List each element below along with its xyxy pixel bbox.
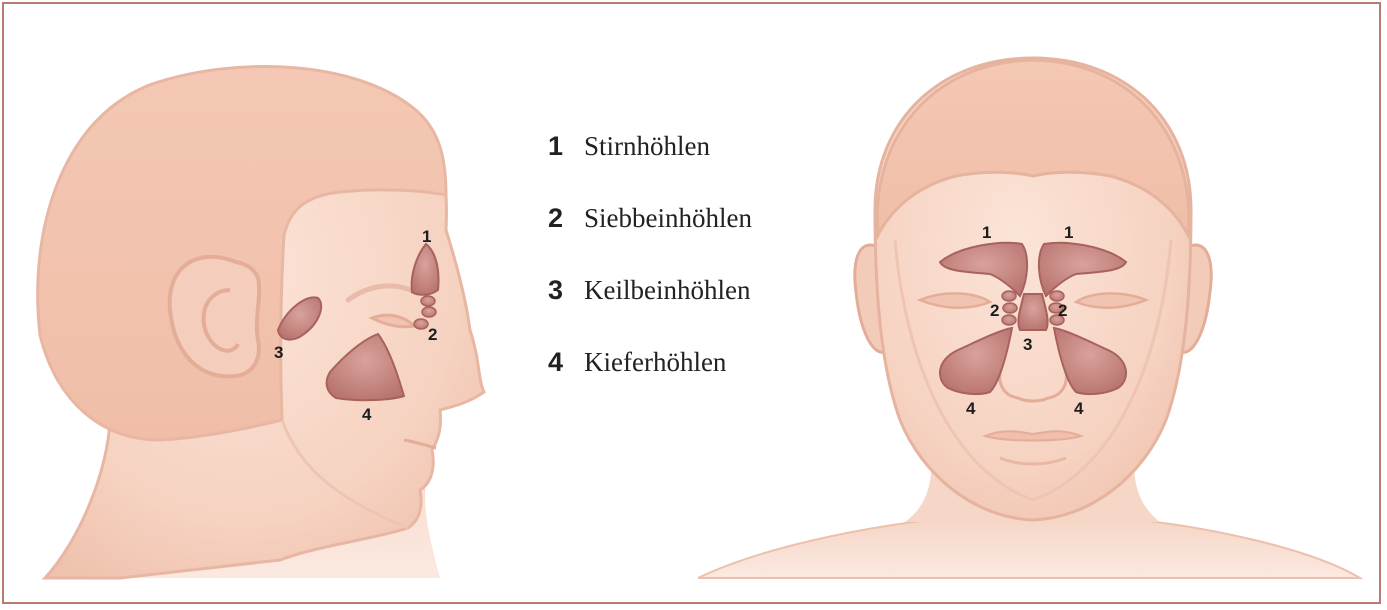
front-ethmoid-cells-left bbox=[1002, 291, 1017, 325]
front-sphenoid-sinus bbox=[1018, 294, 1047, 330]
legend-item-ethmoid: 2 Siebbeinhöhlen bbox=[548, 182, 752, 254]
legend-item-frontal: 1 Stirnhöhlen bbox=[548, 110, 752, 182]
side-label-4: 4 bbox=[362, 405, 372, 424]
legend-number: 3 bbox=[548, 275, 584, 306]
front-label-2-right: 2 bbox=[1058, 301, 1067, 320]
front-shoulders bbox=[698, 520, 1360, 578]
legend-label: Keilbeinhöhlen bbox=[584, 275, 750, 306]
legend-item-maxillary: 4 Kieferhöhlen bbox=[548, 326, 752, 398]
legend-label: Stirnhöhlen bbox=[584, 131, 710, 162]
legend-number: 1 bbox=[548, 131, 584, 162]
side-label-3: 3 bbox=[274, 343, 283, 362]
legend-number: 4 bbox=[548, 347, 584, 378]
legend-number: 2 bbox=[548, 203, 584, 234]
legend-label: Kieferhöhlen bbox=[584, 347, 726, 378]
legend-label: Siebbeinhöhlen bbox=[584, 203, 752, 234]
sinus-legend: 1 Stirnhöhlen 2 Siebbeinhöhlen 3 Keilbei… bbox=[548, 110, 752, 398]
front-label-3: 3 bbox=[1023, 335, 1032, 354]
front-label-4-left: 4 bbox=[966, 399, 976, 418]
front-label-2-left: 2 bbox=[990, 301, 999, 320]
legend-item-sphenoid: 3 Keilbeinhöhlen bbox=[548, 254, 752, 326]
side-label-1: 1 bbox=[422, 227, 431, 246]
front-label-1-right: 1 bbox=[1064, 223, 1073, 242]
side-label-2: 2 bbox=[428, 325, 437, 344]
front-view-head: 1 1 2 2 3 4 4 bbox=[698, 58, 1360, 578]
front-label-1-left: 1 bbox=[982, 223, 991, 242]
front-label-4-right: 4 bbox=[1074, 399, 1084, 418]
side-view-head: 1 2 3 4 bbox=[38, 66, 484, 578]
